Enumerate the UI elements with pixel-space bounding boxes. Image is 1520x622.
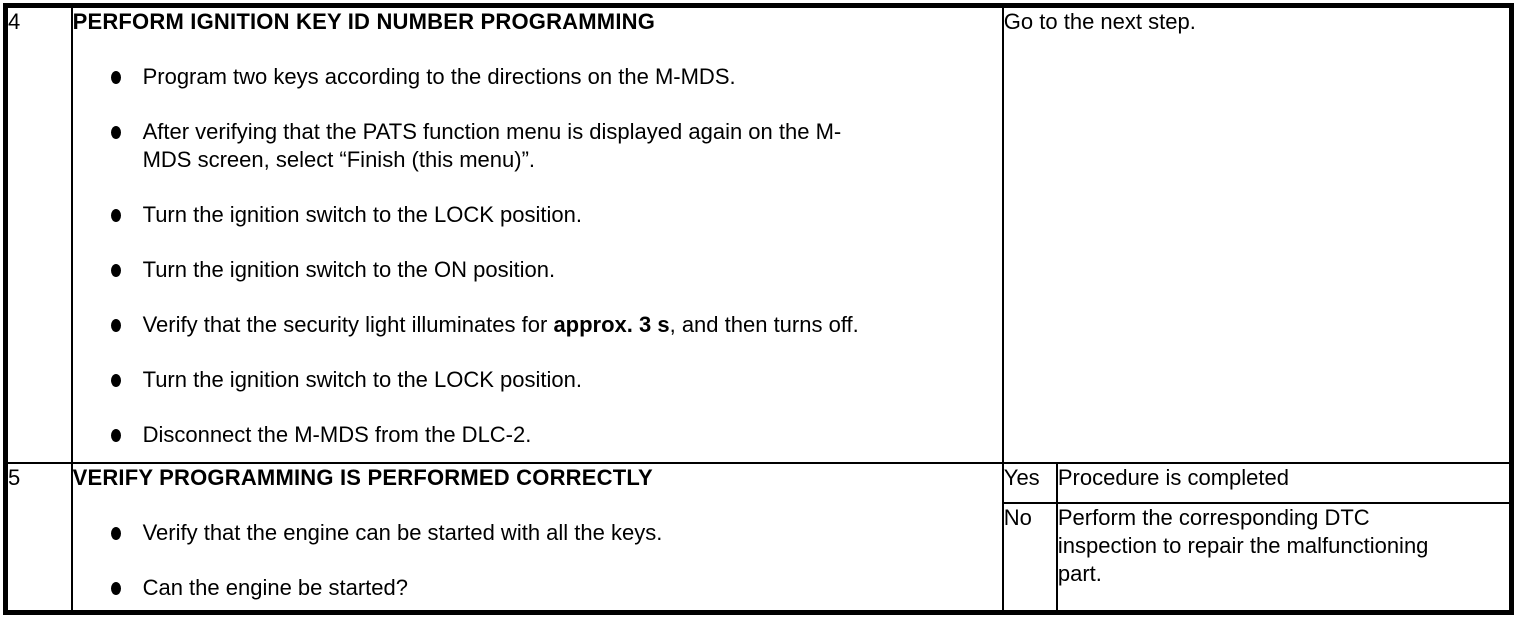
step-5-number: 5 [4,461,73,614]
instruction-item: Verify that the engine can be started wi… [73,519,1002,547]
instruction-text: Turn the ignition switch to the LOCK pos… [142,202,582,227]
step-5-instruction-list: Verify that the engine can be started wi… [73,519,1002,602]
no-flag-cell: No [1001,501,1058,614]
instruction-text: Disconnect the M-MDS from the DLC-2. [142,422,532,447]
step-5-title: VERIFY PROGRAMMING IS PERFORMED CORRECTL… [72,464,653,490]
step-5-row: 5 VERIFY PROGRAMMING IS PERFORMED CORREC… [4,461,1513,614]
bullet-icon [110,581,121,595]
instruction-item: Disconnect the M-MDS from the DLC-2. [73,421,1002,449]
step-4-row: 4 PERFORM IGNITION KEY ID NUMBER PROGRAM… [4,4,1513,464]
instruction-item: Can the engine be started? [73,574,1002,602]
step-4-result-cell: Go to the next step. [1001,4,1513,464]
instruction-text: Verify that the engine can be started wi… [142,519,663,545]
bullet-icon [110,126,121,139]
instruction-item: Turn the ignition switch to the LOCK pos… [73,201,1002,229]
instruction-item: Turn the ignition switch to the ON posit… [73,256,1002,284]
bullet-icon [110,374,121,387]
step-4-title: PERFORM IGNITION KEY ID NUMBER PROGRAMMI… [72,9,656,34]
result-text: Go to the next step. [1003,9,1196,34]
instruction-text: Turn the ignition switch to the LOCK pos… [142,367,582,392]
instruction-item: Program two keys according to the direct… [73,63,1002,91]
step-4-action-cell: PERFORM IGNITION KEY ID NUMBER PROGRAMMI… [70,4,1004,464]
bullet-icon [110,209,121,222]
result-text: Perform the corresponding DTC inspection… [1057,504,1429,586]
instruction-text: Verify that the security light illuminat… [142,312,859,337]
yes-flag-cell: Yes [1001,461,1058,504]
bullet-icon [110,71,121,84]
no-result-cell: Perform the corresponding DTC inspection… [1055,501,1513,614]
instruction-text: Program two keys according to the direct… [142,64,736,89]
yes-result-cell: Procedure is completed [1055,461,1513,504]
bullet-icon [110,264,121,277]
step-4-number: 4 [4,4,73,464]
bullet-icon [110,429,121,442]
bullet-icon [110,319,121,332]
step-5-no-row: No Perform the corresponding DTC inspect… [6,501,1513,614]
instruction-item: Verify that the security light illuminat… [73,311,1002,339]
instruction-item: Turn the ignition switch to the LOCK pos… [73,366,1002,394]
step-4-instruction-list: Program two keys according to the direct… [73,63,1002,449]
step-5-action-cell: VERIFY PROGRAMMING IS PERFORMED CORRECTL… [70,461,1004,614]
instruction-text: Turn the ignition switch to the ON posit… [142,257,556,282]
bullet-icon [110,526,121,540]
instruction-item: After verifying that the PATS function m… [73,118,1002,174]
result-text: Procedure is completed [1057,464,1289,490]
instruction-text: After verifying that the PATS function m… [142,119,842,172]
diagnostic-procedure-table: 4 PERFORM IGNITION KEY ID NUMBER PROGRAM… [3,3,1514,615]
instruction-text: Can the engine be started? [142,574,408,600]
